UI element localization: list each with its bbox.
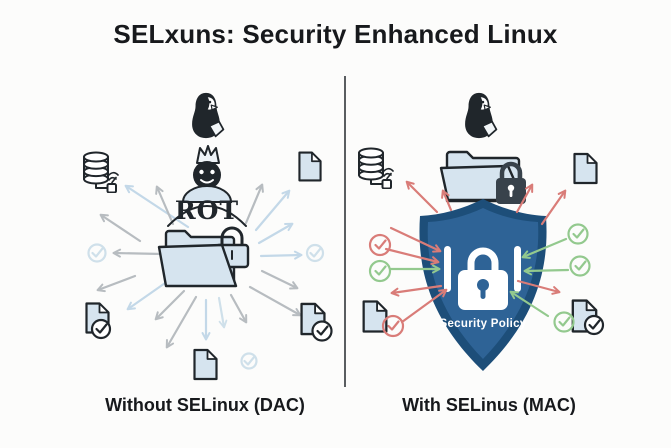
right-panel-caption: With SELinus (MAC) <box>402 395 576 415</box>
panel-divider <box>344 76 346 387</box>
database-access-icon <box>358 147 394 189</box>
file-check-icon <box>583 314 605 336</box>
padlock-icon <box>220 226 244 248</box>
page-title: SELxuns: Security Enhanced Linux <box>113 19 558 49</box>
allowed-check-icon <box>368 259 392 283</box>
allowed-check-icon <box>553 311 575 333</box>
padlock-icon <box>496 161 526 204</box>
unrestricted-access-arrows <box>96 183 303 349</box>
file-icon <box>193 348 218 381</box>
tux-penguin-icon <box>191 92 225 139</box>
left-panel-caption: Without SELinux (DAC) <box>105 395 305 415</box>
denied-check-icon <box>368 233 392 257</box>
locked-folder-icon <box>439 150 526 204</box>
tux-penguin-icon <box>464 92 498 139</box>
lock-icon <box>458 247 508 310</box>
allowed-access-arrows <box>389 237 570 318</box>
root-user-icon: ROT <box>167 145 247 227</box>
with-selinux-panel: Security Policy <box>358 92 605 371</box>
allowed-check-icon <box>569 255 591 277</box>
root-label: ROT <box>175 196 239 225</box>
file-check-icon <box>311 320 333 342</box>
check-circle-icon <box>305 243 325 263</box>
shield-label: Security Policy <box>440 318 527 330</box>
check-circle-icon <box>240 352 258 370</box>
security-shield-icon: Security Policy <box>419 199 547 371</box>
database-access-icon <box>83 151 119 193</box>
file-icon <box>573 152 598 185</box>
without-selinux-panel: ROT <box>83 92 333 381</box>
allowed-check-icon <box>567 223 589 245</box>
crown-icon <box>196 145 220 164</box>
policy-gate-bar <box>444 246 451 292</box>
denied-access-arrows <box>384 180 567 324</box>
denied-check-icon <box>381 314 405 338</box>
policy-gate-bar <box>514 246 521 292</box>
check-circle-icon <box>87 243 107 263</box>
open-folder-lock-icon <box>157 226 250 288</box>
file-check-icon <box>90 318 112 340</box>
file-icon <box>298 151 322 182</box>
